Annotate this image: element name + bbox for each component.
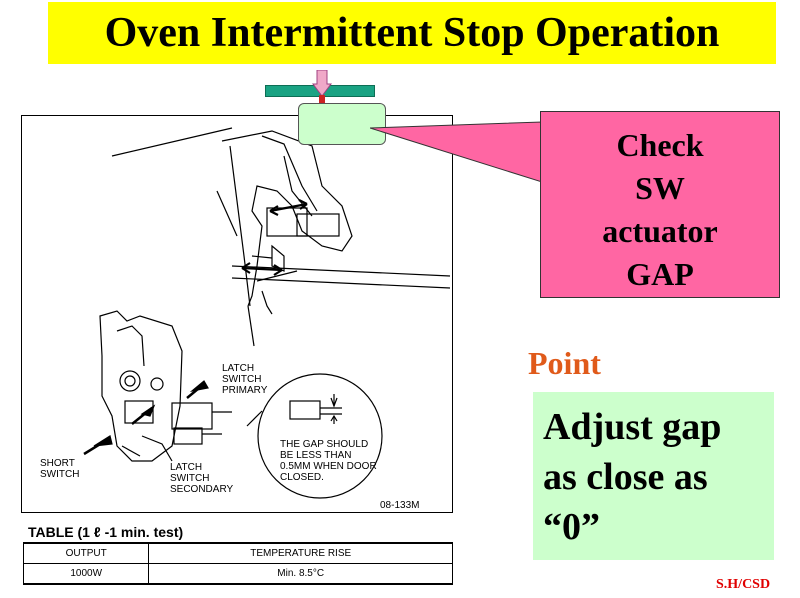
table-cell: Min. 8.5°C: [148, 563, 453, 585]
latch-switch-diagram: LATCH SWITCH PRIMARY LATCH SWITCH SECOND…: [21, 115, 453, 513]
callout-box: [540, 111, 780, 298]
gap-note-label: THE GAP SHOULD BE LESS THAN 0.5mm WHEN D…: [280, 439, 377, 483]
test-table: OUTPUT TEMPERATURE RISE 1000W Min. 8.5°C: [22, 542, 453, 585]
table-header: TEMPERATURE RISE: [148, 542, 453, 564]
latch-switch-primary-label: LATCH SWITCH PRIMARY: [222, 363, 268, 396]
table-row: 1000W Min. 8.5°C: [22, 563, 453, 585]
point-label: Point: [528, 345, 601, 381]
short-switch-label: SHORT SWITCH: [40, 458, 80, 480]
table-header-row: OUTPUT TEMPERATURE RISE: [22, 542, 453, 564]
table-cell: 1000W: [22, 563, 150, 585]
footer-credit: S.H/CSD: [716, 577, 771, 592]
figure-code: 08-133M: [380, 500, 420, 511]
callout-text: Check SW actuator GAP: [602, 127, 718, 292]
latch-switch-secondary-label: LATCH SWITCH SECONDARY: [170, 462, 234, 495]
diagram-drawing: [83, 127, 451, 499]
table-header: OUTPUT: [22, 542, 150, 564]
down-arrow-icon: [312, 70, 332, 97]
adjust-text: Adjust gap as close as “0”: [543, 406, 722, 548]
adjust-box: [533, 392, 774, 560]
slide-title: Oven Intermittent Stop Operation: [48, 2, 776, 64]
callout-pointer: [370, 121, 543, 183]
actuator-stem: [319, 95, 325, 105]
actuator-highlight-box: [298, 103, 386, 145]
table-caption: TABLE (1 ℓ -1 min. test): [28, 524, 184, 540]
